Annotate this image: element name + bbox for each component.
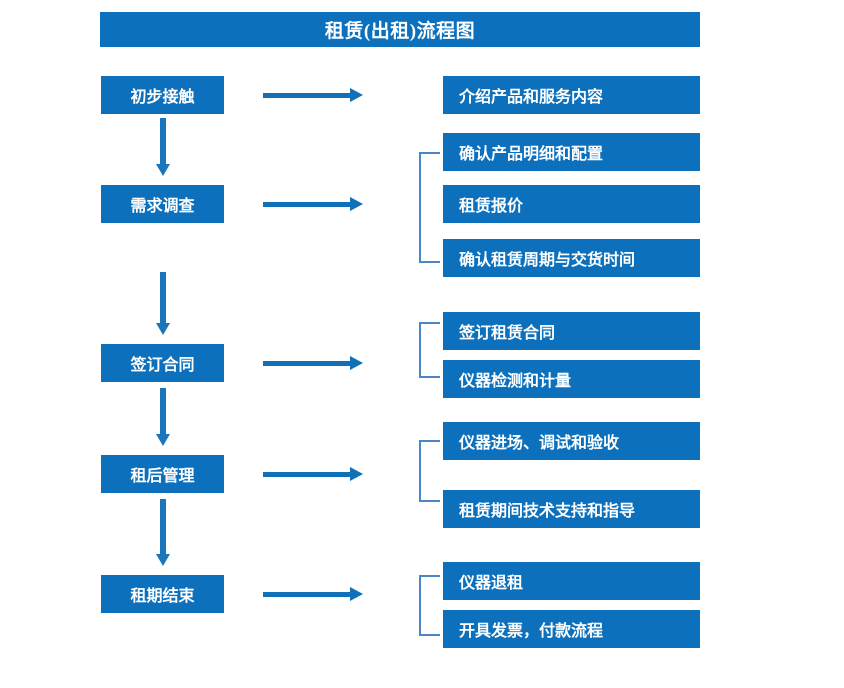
arrow-head-down-icon [156, 164, 170, 176]
horizontal-arrow-stage-2 [263, 197, 363, 211]
arrow-shaft [263, 592, 351, 597]
stage-box-2[interactable]: 需求调查 [101, 185, 224, 223]
arrow-shaft [263, 202, 351, 207]
detail-box-3[interactable]: 租赁报价 [443, 185, 700, 223]
detail-box-10[interactable]: 开具发票，付款流程 [443, 610, 700, 648]
arrow-shaft [263, 93, 351, 98]
arrow-head-right-icon [350, 88, 363, 102]
arrow-head-right-icon [350, 356, 363, 370]
vertical-arrow-3-to-4 [156, 388, 170, 446]
arrow-head-down-icon [156, 554, 170, 566]
detail-box-9[interactable]: 仪器退租 [443, 562, 700, 600]
arrow-head-right-icon [350, 587, 363, 601]
page-title: 租赁(出租)流程图 [100, 12, 700, 47]
horizontal-arrow-stage-5 [263, 587, 363, 601]
arrow-shaft [263, 472, 351, 477]
arrow-shaft [160, 499, 166, 554]
arrow-head-down-icon [156, 323, 170, 335]
group-bracket-stage-2 [419, 152, 440, 263]
stage-box-5[interactable]: 租期结束 [101, 575, 224, 613]
vertical-arrow-2-to-3 [156, 272, 170, 335]
horizontal-arrow-stage-3 [263, 356, 363, 370]
group-bracket-stage-5 [419, 575, 440, 636]
detail-box-8[interactable]: 租赁期间技术支持和指导 [443, 490, 700, 528]
stage-box-4[interactable]: 租后管理 [101, 455, 224, 493]
detail-box-5[interactable]: 签订租赁合同 [443, 312, 700, 350]
arrow-shaft [160, 118, 166, 164]
detail-box-7[interactable]: 仪器进场、调试和验收 [443, 422, 700, 460]
group-bracket-stage-4 [419, 440, 440, 502]
arrow-shaft [160, 388, 166, 434]
vertical-arrow-1-to-2 [156, 118, 170, 176]
arrow-shaft [263, 361, 351, 366]
detail-box-4[interactable]: 确认租赁周期与交货时间 [443, 239, 700, 277]
detail-box-1[interactable]: 介绍产品和服务内容 [443, 76, 700, 114]
arrow-head-down-icon [156, 434, 170, 446]
horizontal-arrow-stage-1 [263, 88, 363, 102]
stage-box-1[interactable]: 初步接触 [101, 76, 224, 114]
detail-box-2[interactable]: 确认产品明细和配置 [443, 133, 700, 171]
vertical-arrow-4-to-5 [156, 499, 170, 566]
group-bracket-stage-3 [419, 322, 440, 378]
horizontal-arrow-stage-4 [263, 467, 363, 481]
arrow-head-right-icon [350, 467, 363, 481]
arrow-shaft [160, 272, 166, 323]
arrow-head-right-icon [350, 197, 363, 211]
stage-box-3[interactable]: 签订合同 [101, 344, 224, 382]
detail-box-6[interactable]: 仪器检测和计量 [443, 360, 700, 398]
